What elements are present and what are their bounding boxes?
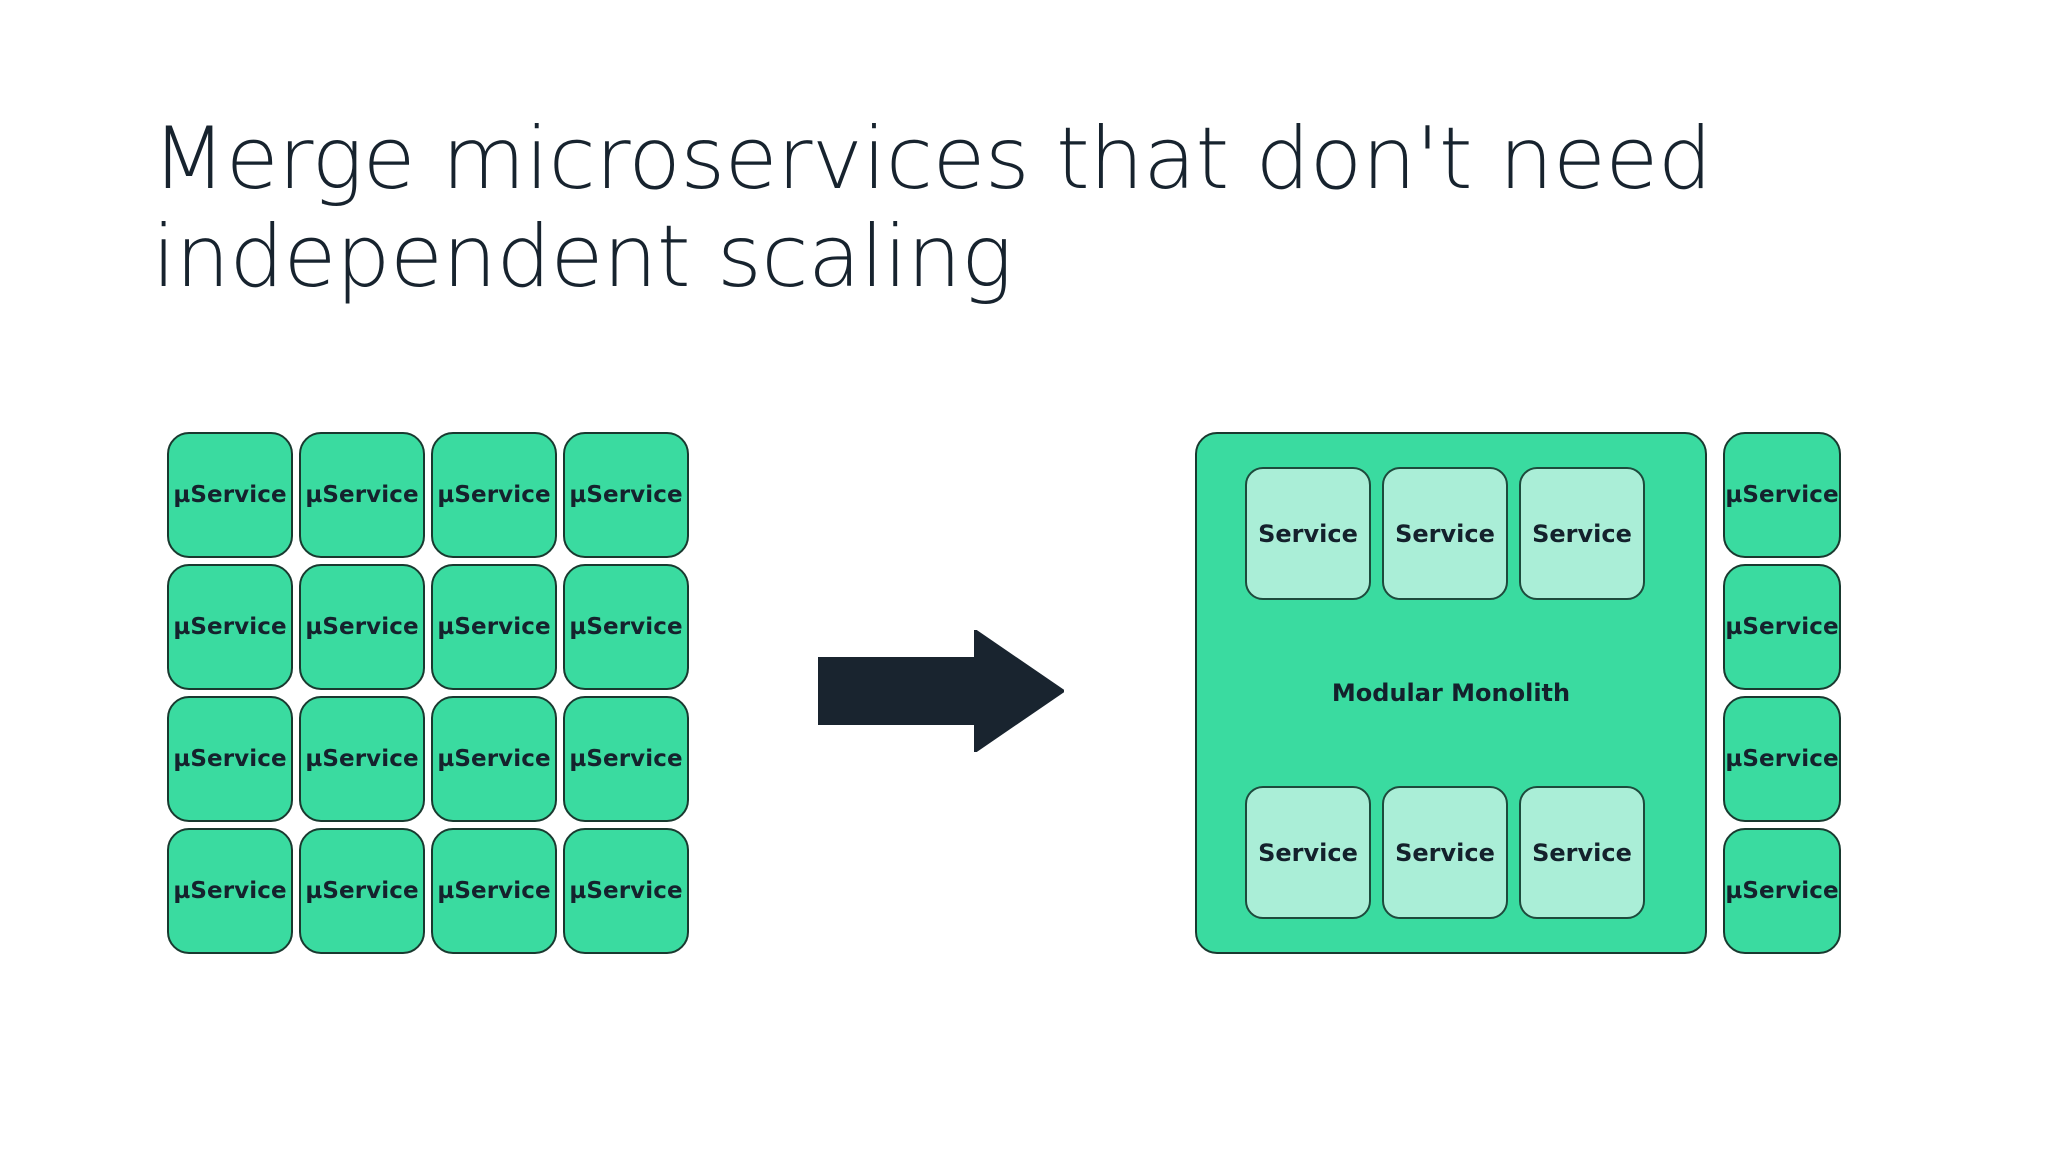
microservice-tile: µService — [1723, 432, 1841, 558]
microservice-tile: µService — [1723, 696, 1841, 822]
service-label: Service — [1395, 838, 1495, 867]
microservice-label: µService — [437, 614, 551, 640]
microservice-tile: µService — [563, 564, 689, 690]
remaining-microservices-column: µService µService µService µService — [1723, 432, 1841, 954]
microservice-tile: µService — [431, 696, 557, 822]
microservice-tile: µService — [1723, 564, 1841, 690]
service-label: Service — [1532, 838, 1632, 867]
service-box: Service — [1382, 467, 1508, 600]
microservice-label: µService — [1725, 614, 1839, 640]
microservice-tile: µService — [563, 828, 689, 954]
microservice-label: µService — [173, 746, 287, 772]
microservice-label: µService — [173, 878, 287, 904]
microservice-tile: µService — [167, 696, 293, 822]
microservice-tile: µService — [299, 564, 425, 690]
microservice-label: µService — [305, 482, 419, 508]
microservice-label: µService — [1725, 746, 1839, 772]
microservice-tile: µService — [431, 564, 557, 690]
service-label: Service — [1395, 519, 1495, 548]
microservice-tile: µService — [299, 696, 425, 822]
service-label: Service — [1258, 519, 1358, 548]
microservice-label: µService — [437, 878, 551, 904]
microservice-tile: µService — [431, 432, 557, 558]
microservice-tile: µService — [563, 432, 689, 558]
microservice-grid: µService µService µService µService µSer… — [167, 432, 689, 954]
monolith-top-service-row: Service Service Service — [1245, 467, 1645, 600]
microservice-label: µService — [305, 878, 419, 904]
microservice-label: µService — [305, 614, 419, 640]
microservice-label: µService — [569, 614, 683, 640]
microservice-tile: µService — [299, 432, 425, 558]
microservice-tile: µService — [563, 696, 689, 822]
microservice-label: µService — [173, 482, 287, 508]
service-label: Service — [1258, 838, 1358, 867]
modular-monolith-box: Modular Monolith Service Service Service… — [1195, 432, 1707, 954]
service-box: Service — [1245, 786, 1371, 919]
microservice-label: µService — [569, 482, 683, 508]
microservice-tile: µService — [167, 828, 293, 954]
monolith-bottom-service-row: Service Service Service — [1245, 786, 1645, 919]
microservice-label: µService — [569, 878, 683, 904]
microservice-label: µService — [173, 614, 287, 640]
microservice-tile: µService — [167, 432, 293, 558]
microservice-tile: µService — [431, 828, 557, 954]
microservice-label: µService — [1725, 482, 1839, 508]
service-box: Service — [1519, 467, 1645, 600]
microservice-label: µService — [305, 746, 419, 772]
service-box: Service — [1519, 786, 1645, 919]
page-title: Merge microservices that don't need inde… — [152, 108, 1739, 307]
microservice-label: µService — [1725, 878, 1839, 904]
microservice-label: µService — [437, 482, 551, 508]
microservice-tile: µService — [299, 828, 425, 954]
microservice-label: µService — [437, 746, 551, 772]
right-arrow-icon — [818, 630, 1064, 752]
service-box: Service — [1382, 786, 1508, 919]
service-box: Service — [1245, 467, 1371, 600]
service-label: Service — [1532, 519, 1632, 548]
microservice-label: µService — [569, 746, 683, 772]
microservice-tile: µService — [1723, 828, 1841, 954]
microservice-tile: µService — [167, 564, 293, 690]
